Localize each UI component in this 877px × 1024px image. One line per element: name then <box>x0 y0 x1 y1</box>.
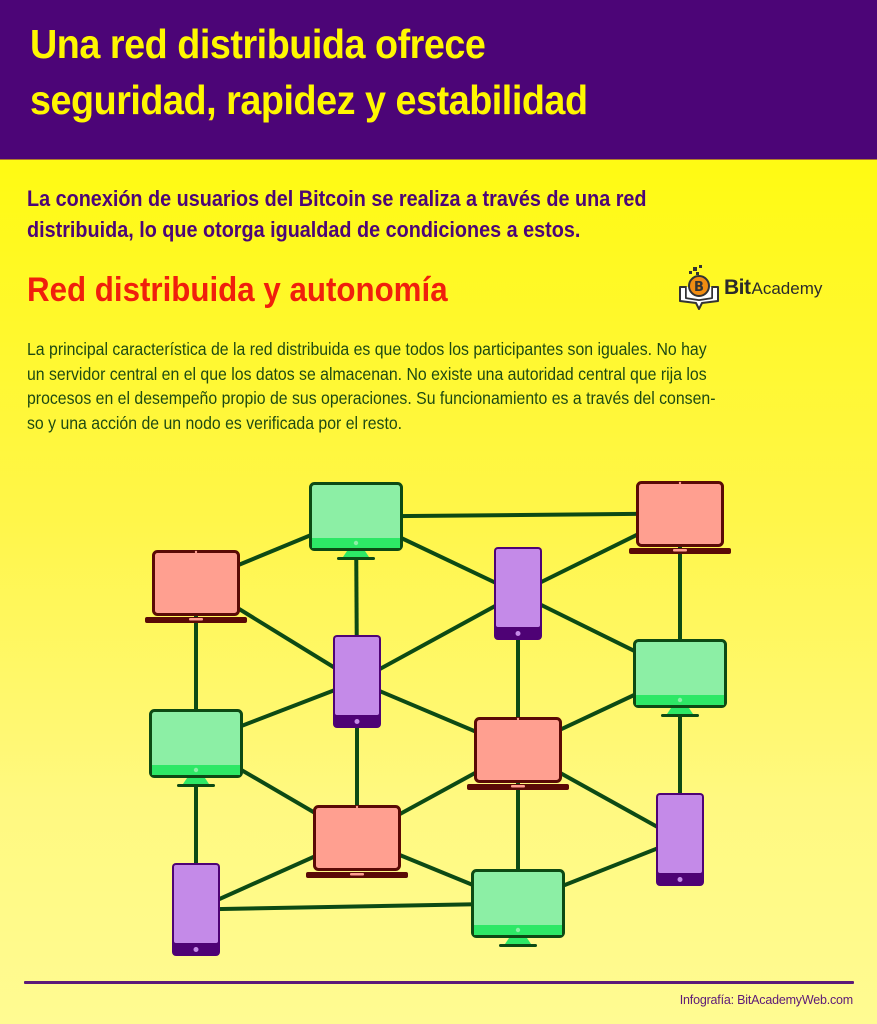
section-title: Red distribuida y autonomía <box>27 271 448 309</box>
header-banner: Una red distribuida ofrece seguridad, ra… <box>0 0 877 160</box>
intro-paragraph: La conexión de usuarios del Bitcoin se r… <box>27 183 801 245</box>
laptop-node-icon <box>306 805 408 878</box>
intro-line-2: distribuida, lo que otorga igualdad de c… <box>27 217 581 242</box>
network-link <box>355 511 681 519</box>
body-line: un servidor central en el que los datos … <box>27 363 707 384</box>
bitacademy-logo: B Bit Academy <box>676 263 836 313</box>
desktop-node-icon <box>149 709 243 787</box>
footer-divider <box>24 981 854 984</box>
network-links <box>194 511 682 912</box>
logo-academy: Academy <box>751 279 823 298</box>
infographic-credit: Infografía: BitAcademyWeb.com <box>679 993 853 1007</box>
body-line: La principal característica de la red di… <box>27 339 707 359</box>
network-nodes <box>145 481 731 956</box>
desktop-node-icon <box>471 869 565 947</box>
body-line: procesos en el desempeño propio de sus o… <box>27 388 716 408</box>
bitcoin-book-icon: B <box>679 265 719 310</box>
desktop-node-icon <box>633 639 727 717</box>
phone-node-icon <box>172 863 220 956</box>
laptop-node-icon <box>467 717 569 790</box>
network-link <box>195 901 519 912</box>
body-paragraph: La principal característica de la red di… <box>27 337 860 435</box>
page-title-line-2: seguridad, rapidez y estabilidad <box>30 77 588 123</box>
phone-node-icon <box>656 793 704 886</box>
body-line: so y una acción de un nodo es verificada… <box>27 412 403 433</box>
phone-node-icon <box>494 547 542 640</box>
laptop-node-icon <box>145 550 247 623</box>
network-link <box>356 591 519 684</box>
logo-bit: Bit <box>724 276 751 299</box>
page-title-line-1: Una red distribuida ofrece <box>30 21 486 67</box>
page-title: Una red distribuida ofrece seguridad, ra… <box>30 16 794 128</box>
svg-text:B: B <box>694 280 704 295</box>
intro-line-1: La conexión de usuarios del Bitcoin se r… <box>27 186 647 211</box>
phone-node-icon <box>333 635 381 728</box>
logo-wordmark: Bit Academy <box>724 276 822 300</box>
desktop-node-icon <box>309 482 403 560</box>
laptop-node-icon <box>629 481 731 554</box>
